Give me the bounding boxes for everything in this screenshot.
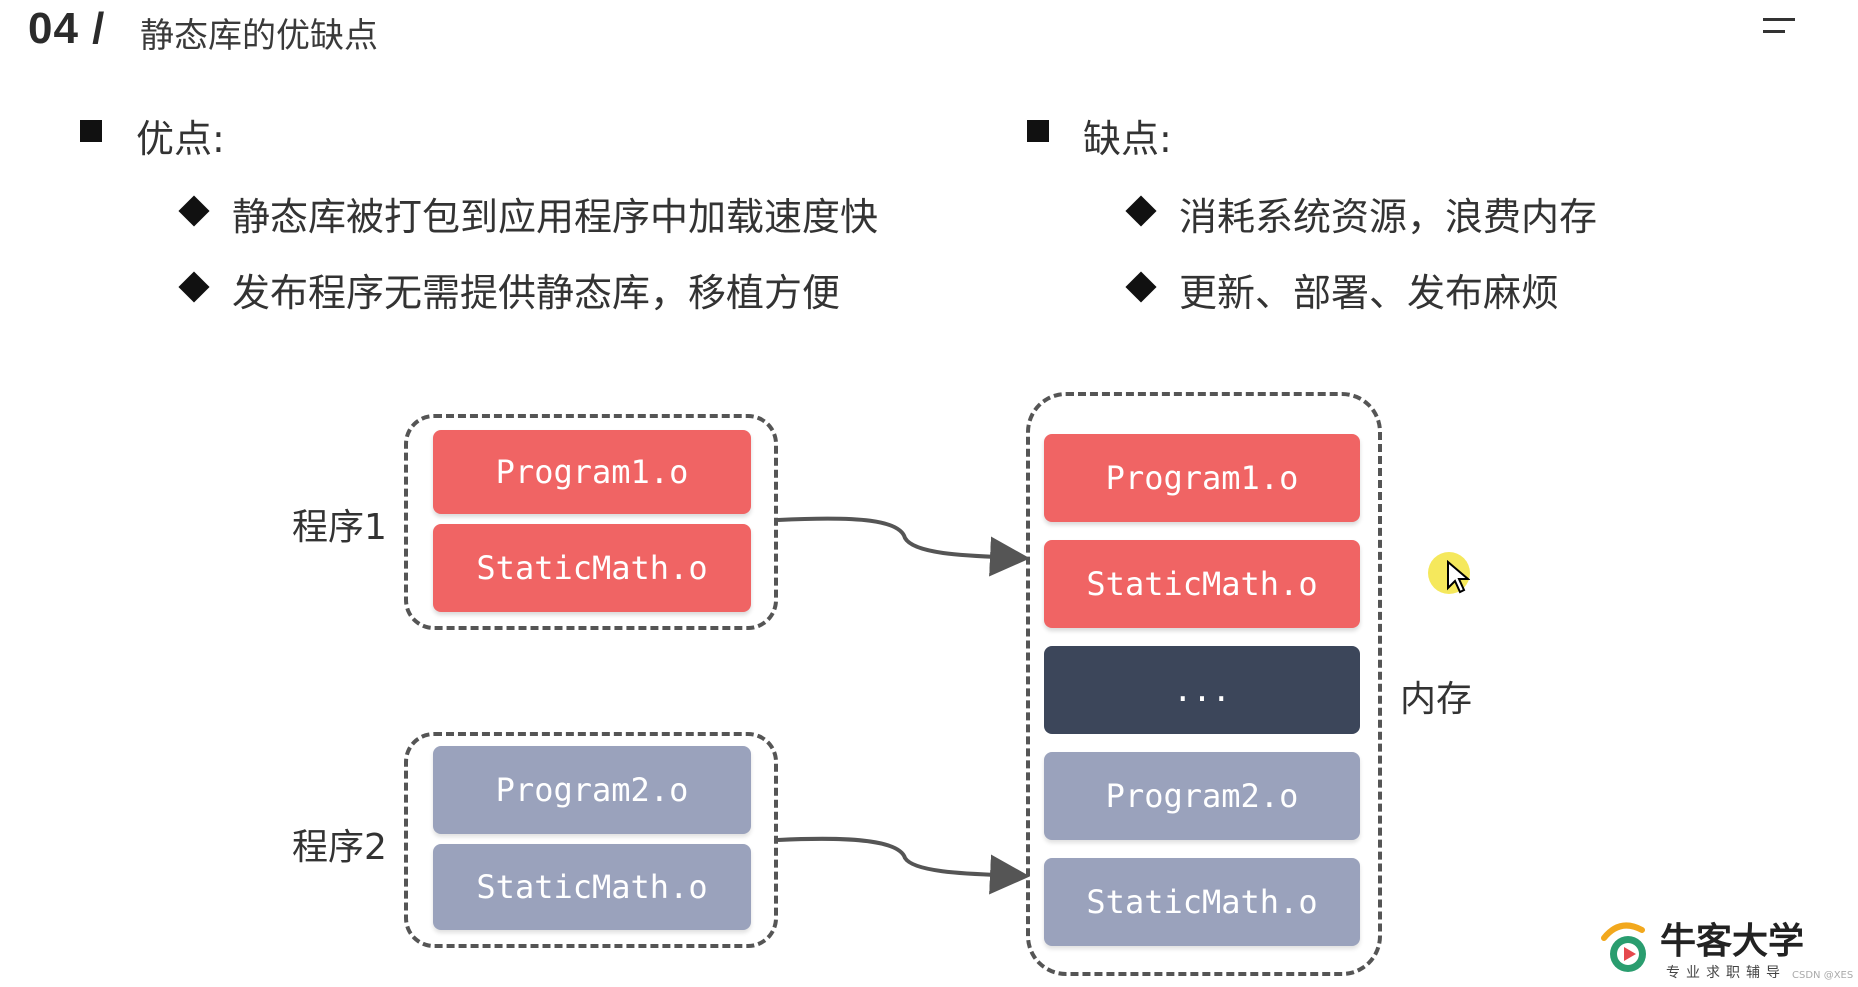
slide-title: 静态库的优缺点 (140, 16, 378, 56)
program1-label: 程序1 (292, 507, 387, 548)
program2-to-memory-arrow (777, 836, 1030, 895)
logo-name: 牛客大学 (1660, 921, 1805, 962)
memory-staticmath2-block: StaticMath.o (1044, 858, 1360, 946)
advantage-item: 发布程序无需提供静态库，移植方便 (232, 271, 841, 315)
program1-object-block: Program1.o (433, 430, 751, 514)
logo-icon (1601, 922, 1646, 972)
menu-icon[interactable] (1763, 18, 1795, 42)
memory-ellipsis-block: ... (1044, 646, 1360, 734)
bullet-square-icon (1027, 120, 1049, 142)
disadvantages-heading: 缺点: (1083, 117, 1172, 161)
disadvantage-item: 消耗系统资源，浪费内存 (1179, 195, 1598, 239)
advantage-item: 静态库被打包到应用程序中加载速度快 (232, 195, 879, 239)
program2-object-block: Program2.o (433, 746, 751, 834)
logo-tagline: 专业求职辅导 (1666, 965, 1786, 981)
advantages-heading: 优点: (136, 117, 225, 161)
disadvantage-item: 更新、部署、发布麻烦 (1179, 271, 1560, 315)
slide-number: 04 / (28, 4, 106, 53)
program2-container (404, 732, 778, 948)
bullet-square-icon (80, 120, 102, 142)
program2-label: 程序2 (292, 827, 387, 868)
mouse-pointer-icon (1447, 560, 1470, 594)
memory-container (1026, 392, 1382, 976)
program1-container (404, 414, 778, 630)
program1-staticmath-block: StaticMath.o (433, 524, 751, 612)
program2-staticmath-block: StaticMath.o (433, 844, 751, 930)
memory-program1-block: Program1.o (1044, 434, 1360, 522)
memory-label: 内存 (1400, 679, 1473, 720)
program1-to-memory-arrow (777, 516, 1030, 577)
memory-staticmath1-block: StaticMath.o (1044, 540, 1360, 628)
watermark: CSDN @XES (1792, 970, 1854, 981)
memory-program2-block: Program2.o (1044, 752, 1360, 840)
